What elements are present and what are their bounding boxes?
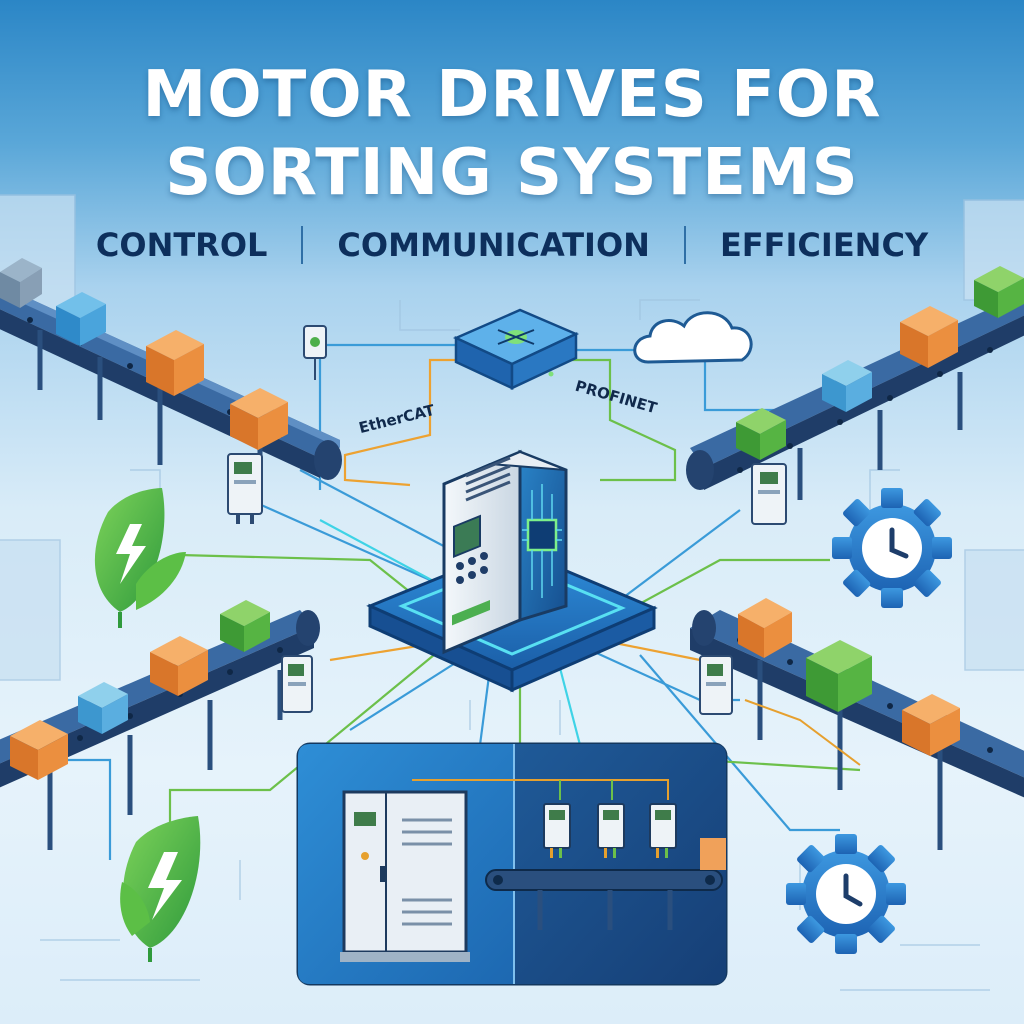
gear-clock-icon-2 xyxy=(786,834,906,954)
cloud-icon xyxy=(633,311,753,364)
keyword-row: CONTROL COMMUNICATION EFFICIENCY xyxy=(0,226,1024,264)
chip-icon xyxy=(522,484,562,598)
network-switch-icon xyxy=(452,308,580,390)
motor-drive-icon xyxy=(227,453,787,715)
boxes-bottom-right xyxy=(738,598,960,756)
title-line-1: MOTOR DRIVES FOR xyxy=(142,58,882,132)
boxes-top-left xyxy=(0,258,288,450)
background-structures xyxy=(0,194,1024,991)
keyword-divider xyxy=(683,226,686,264)
leaf-energy-icon xyxy=(94,488,186,628)
boxes-top-right xyxy=(736,266,1024,460)
boxes-bottom-left xyxy=(10,600,270,780)
keyword-control: CONTROL xyxy=(95,226,268,264)
control-cabinet-panel xyxy=(296,742,728,986)
keyword-communication: COMMUNICATION xyxy=(337,226,650,264)
keyword-efficiency: EFFICIENCY xyxy=(719,226,929,264)
network-lines xyxy=(60,343,861,860)
sensor-icon xyxy=(303,325,327,380)
gear-clock-icon xyxy=(832,488,952,608)
leaf-energy-icon-2 xyxy=(120,816,201,962)
keyword-divider xyxy=(301,226,304,264)
title-line-2: SORTING SYSTEMS xyxy=(165,136,859,210)
